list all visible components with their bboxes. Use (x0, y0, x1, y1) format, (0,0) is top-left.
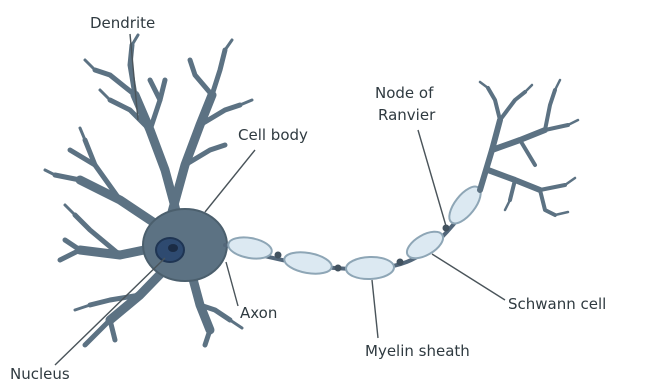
dendrite-label: Dendrite (90, 14, 155, 32)
myelin-segment (283, 249, 334, 277)
myelin-segment (227, 234, 274, 261)
node-of-ranvier (397, 259, 404, 266)
axon-label: Axon (240, 304, 277, 322)
dendrite-tree (45, 35, 252, 345)
cell-body (143, 209, 227, 281)
nucleus-leader (55, 258, 165, 365)
node-of-ranvier-label-line2: Ranvier (378, 106, 436, 124)
node-of-ranvier (275, 252, 282, 259)
node-of-ranvier (335, 265, 342, 272)
cell-body-label: Cell body (238, 126, 308, 144)
node-of-ranvier-leader (418, 130, 446, 226)
schwann-cell-label: Schwann cell (508, 295, 606, 313)
cell-body-leader (205, 150, 255, 212)
axon-leader (226, 262, 238, 306)
myelin-segment (346, 256, 395, 280)
myelin-segment (403, 226, 448, 263)
nucleus-label: Nucleus (10, 365, 70, 383)
nucleolus (168, 244, 178, 252)
schwann-cell-leader (432, 254, 505, 300)
myelin-sheath-label: Myelin sheath (365, 342, 470, 360)
node-of-ranvier-label-line1: Node of (375, 84, 434, 102)
myelin-sheath-leader (372, 280, 378, 338)
axon-terminal (480, 80, 578, 215)
